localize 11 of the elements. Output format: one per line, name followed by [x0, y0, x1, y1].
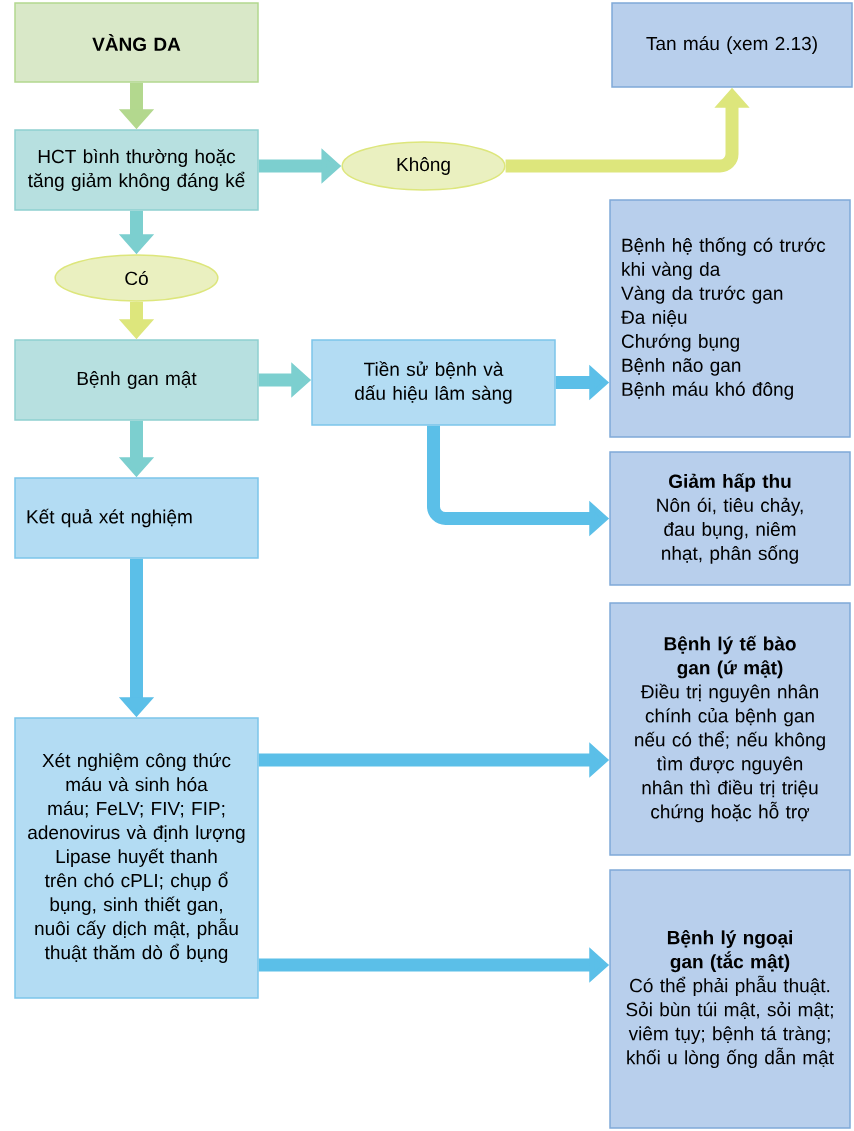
process-box: VÀNG DA [14, 2, 259, 83]
process-box: Tan máu (xem 2.13) [611, 2, 853, 88]
process-box: Xét nghiệm công thức máu và sinh hóa máu; FeLV; FIV; FIP; adenovirus và định lượng Lipase huyết thanh trên chó cPLI; chụp ổ bụng, sinh thiết gan, nuôi cấy dịch mật, phẫu thuật thăm dò ổ bụng [14, 717, 259, 999]
process-box: Bệnh hệ thống có trước khi vàng da Vàng da trước gan Đa niệu Chướng bụng Bệnh não gan Bệnh máu khó đông [609, 199, 851, 438]
process-box: Bệnh gan mật [14, 339, 259, 421]
process-box: HCT bình thường hoặc tăng giảm không đáng kể [14, 129, 259, 211]
process-box: Kết quả xét nghiệm [14, 477, 259, 559]
process-box: Bệnh lý tế bào gan (ứ mật) Điều trị nguyên nhân chính của bệnh gan nếu có thể; nếu không tìm được nguyên nhân thì điều trị triệu chứng hoặc hỗ trợ [609, 602, 851, 856]
process-box: Tiền sử bệnh và dấu hiệu lâm sàng [311, 339, 556, 426]
process-box: Bệnh lý ngoại gan (tắc mật) Có thể phải phẫu thuật. Sỏi bùn túi mật, sỏi mật; viêm tụy; bệnh tá tràng; khối u lòng ống dẫn mật [609, 869, 851, 1129]
process-box: Giảm hấp thu Nôn ói, tiêu chảy, đau bụng, niêm nhạt, phân sống [609, 451, 851, 586]
